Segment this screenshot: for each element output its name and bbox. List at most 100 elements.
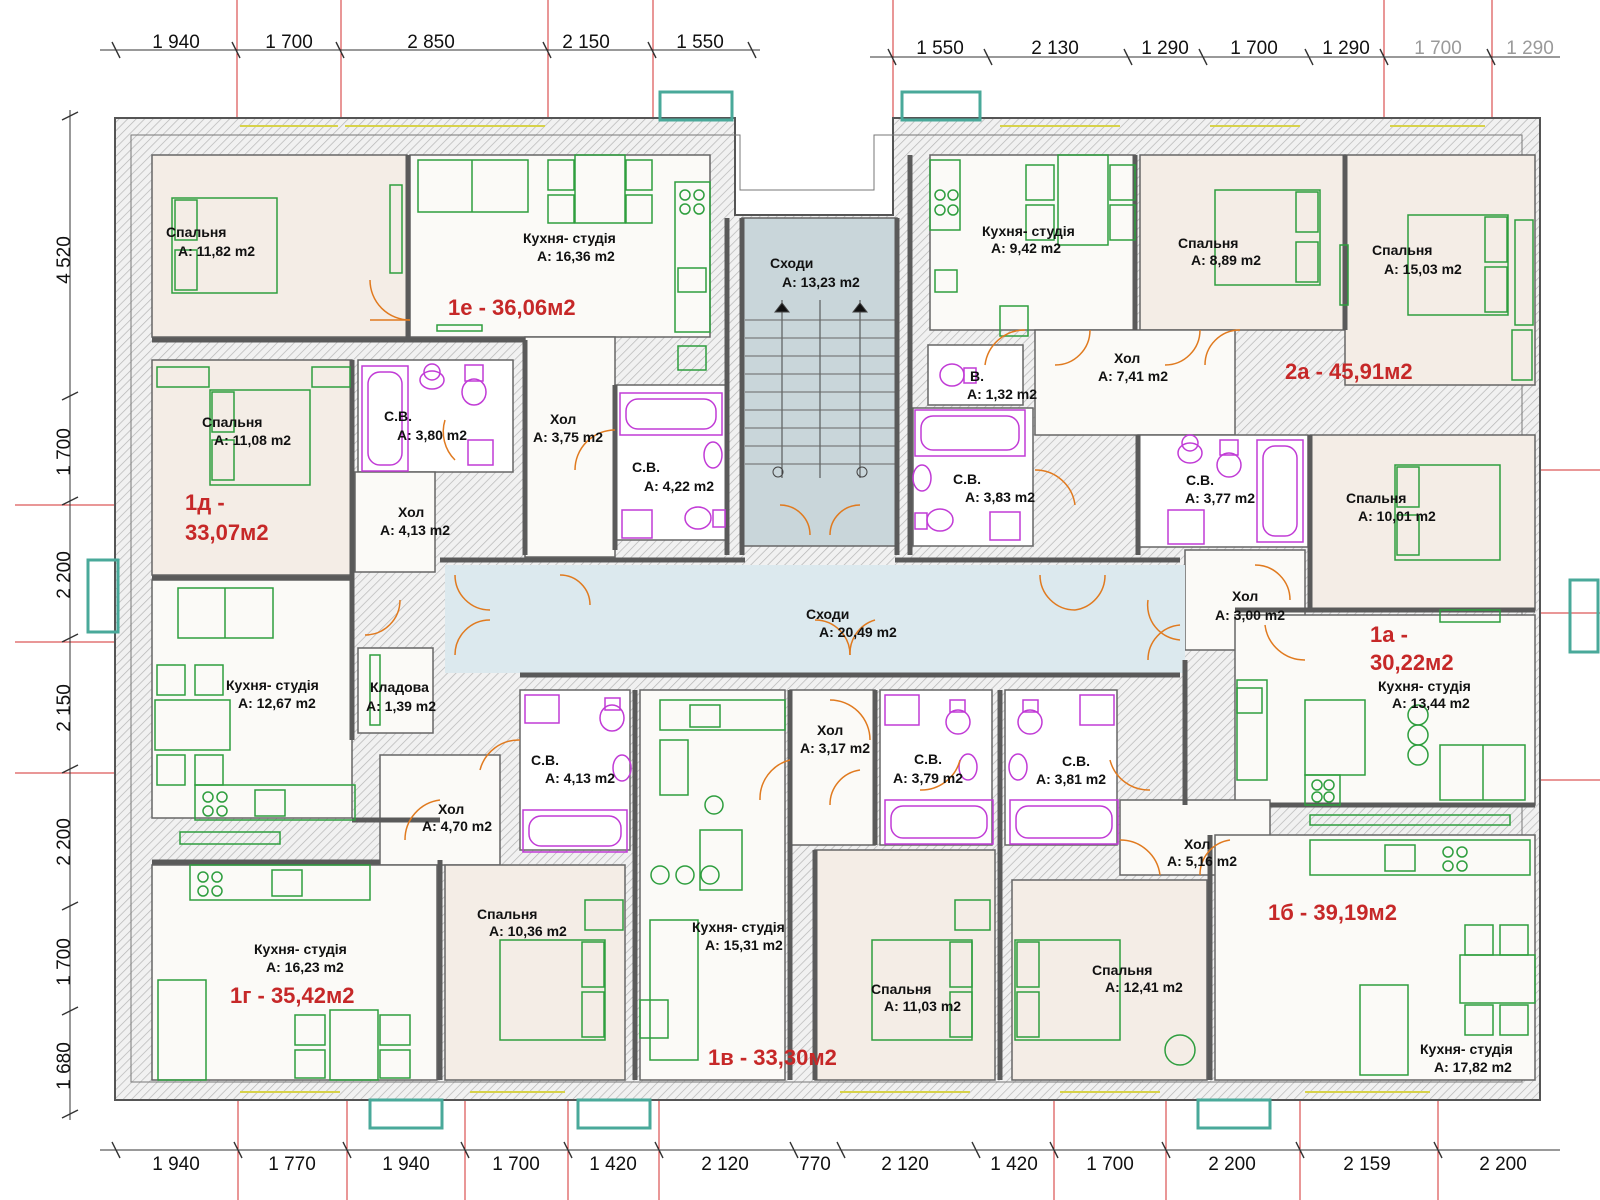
dim-top-1: 1 940 <box>152 32 200 53</box>
room-name: Кухня- студія <box>692 919 785 935</box>
room-name: Спальня <box>1372 242 1432 258</box>
dim-bottom-8: 2 120 <box>881 1154 929 1175</box>
room-kitchen-1b <box>1214 834 1536 1081</box>
room-area: A: 3,77 m2 <box>1185 490 1255 506</box>
dimension-labels: 1 940 1 700 2 850 2 150 1 550 1 550 2 13… <box>54 32 1554 1175</box>
room-name: С.В. <box>953 471 981 487</box>
room-bedroom-1a <box>1309 434 1536 611</box>
room-name: В. <box>970 368 984 384</box>
room-name: С.В. <box>632 459 660 475</box>
room-bedroom-1d <box>151 359 353 576</box>
room-kitchen-1e <box>409 154 711 338</box>
room-name: Кухня- студія <box>982 223 1075 239</box>
room-kitchen-1v <box>639 689 786 1081</box>
apartment-label-1b: 1б - 39,19м2 <box>1268 900 1397 925</box>
apartment-label-2a: 2а - 45,91м2 <box>1285 359 1413 384</box>
dim-bottom-7: 770 <box>799 1154 831 1175</box>
dim-left-1: 4 520 <box>54 236 75 284</box>
room-hall-1v <box>789 689 876 846</box>
room-area: A: 15,31 m2 <box>705 937 783 953</box>
room-bath-1b-wc <box>1004 689 1118 846</box>
room-area: A: 9,42 m2 <box>991 240 1061 256</box>
room-area: A: 3,81 m2 <box>1036 771 1106 787</box>
room-name: Спальня <box>202 414 262 430</box>
room-bath-1d <box>357 359 514 473</box>
apartment-label-1e: 1е - 36,06м2 <box>448 295 576 320</box>
dim-bottom-3: 1 940 <box>382 1154 430 1175</box>
apartment-label-1d: 1д - <box>185 490 225 515</box>
dim-top-4: 2 150 <box>562 32 610 53</box>
dim-bottom-5: 1 420 <box>589 1154 637 1175</box>
room-bath-1v <box>879 689 993 846</box>
room-area: A: 17,82 m2 <box>1434 1059 1512 1075</box>
room-bedroom-1g <box>444 864 626 1081</box>
dim-left-7: 1 680 <box>54 1042 75 1090</box>
room-area: A: 4,70 m2 <box>422 818 492 834</box>
room-area: A: 4,13 m2 <box>545 770 615 786</box>
room-bath-1e <box>614 384 728 541</box>
room-area: A: 12,41 m2 <box>1105 979 1183 995</box>
doors <box>364 279 1306 876</box>
staircase <box>745 300 895 478</box>
room-bath-2a <box>912 407 1034 547</box>
room-hall-1d <box>354 471 436 573</box>
window-openings <box>240 125 1485 1093</box>
room-name: Спальня <box>1346 490 1406 506</box>
dim-left-2: 1 700 <box>54 428 75 476</box>
room-area: A: 3,00 m2 <box>1215 607 1285 623</box>
apartment-labels: 1е - 36,06м2 2а - 45,91м2 1д - 33,07м2 1… <box>185 295 1454 1070</box>
dim-bottom-6: 2 120 <box>701 1154 749 1175</box>
room-name: Спальня <box>166 224 226 240</box>
room-area: A: 3,80 m2 <box>397 427 467 443</box>
room-area: A: 11,03 m2 <box>884 998 961 1014</box>
room-name: Хол <box>550 411 576 427</box>
apartment-label-1a: 1а - <box>1370 622 1408 647</box>
room-name: С.В. <box>914 751 942 767</box>
dim-topr-3: 1 290 <box>1141 38 1189 59</box>
room-name: Хол <box>1184 836 1210 852</box>
room-area: A: 11,08 m2 <box>214 432 291 448</box>
sanitary-fixtures <box>361 363 1304 853</box>
dim-left-5: 2 200 <box>54 818 75 866</box>
dim-topr-2: 2 130 <box>1031 38 1079 59</box>
room-area: A: 7,41 m2 <box>1098 368 1168 384</box>
room-area: A: 16,36 m2 <box>537 248 615 264</box>
dim-top-5: 1 550 <box>676 32 724 53</box>
room-area: A: 8,89 m2 <box>1191 252 1261 268</box>
room-kitchen-1a <box>1234 614 1536 806</box>
room-name: Кухня- студія <box>226 677 319 693</box>
room-name: С.В. <box>1186 472 1214 488</box>
room-area: A: 20,49 m2 <box>819 624 897 640</box>
room-area: A: 1,39 m2 <box>366 698 436 714</box>
room-kitchen-2a <box>929 154 1136 331</box>
room-name: Сходи <box>770 255 813 271</box>
room-name: Кухня- студія <box>254 941 347 957</box>
room-bedroom-1v <box>814 849 996 1081</box>
room-corridor <box>445 565 1185 673</box>
windows <box>86 90 1600 1130</box>
room-name: Хол <box>398 504 424 520</box>
furniture <box>154 154 1536 1081</box>
room-name: С.В. <box>1062 753 1090 769</box>
dim-top-3: 2 850 <box>407 32 455 53</box>
room-hall-1e <box>524 336 616 558</box>
dim-bottom-9: 1 420 <box>990 1154 1038 1175</box>
room-area: A: 10,36 m2 <box>489 923 567 939</box>
room-area: A: 4,22 m2 <box>644 478 714 494</box>
room-name: Хол <box>1114 350 1140 366</box>
room-hall-1g <box>379 754 501 866</box>
room-name: Спальня <box>1178 235 1238 251</box>
room-bath-1a <box>1137 434 1309 548</box>
room-area: A: 10,01 m2 <box>1358 508 1436 524</box>
grid-lines <box>15 0 1600 1200</box>
room-name: Кухня- студія <box>523 230 616 246</box>
room-name: Хол <box>438 801 464 817</box>
room-area: A: 3,75 m2 <box>533 429 603 445</box>
room-name: Сходи <box>806 606 849 622</box>
room-area: A: 11,82 m2 <box>178 243 255 259</box>
room-area: A: 13,23 m2 <box>782 274 860 290</box>
room-name: Кухня- студія <box>1420 1041 1513 1057</box>
room-name: Спальня <box>477 906 537 922</box>
room-area: A: 3,17 m2 <box>800 740 870 756</box>
